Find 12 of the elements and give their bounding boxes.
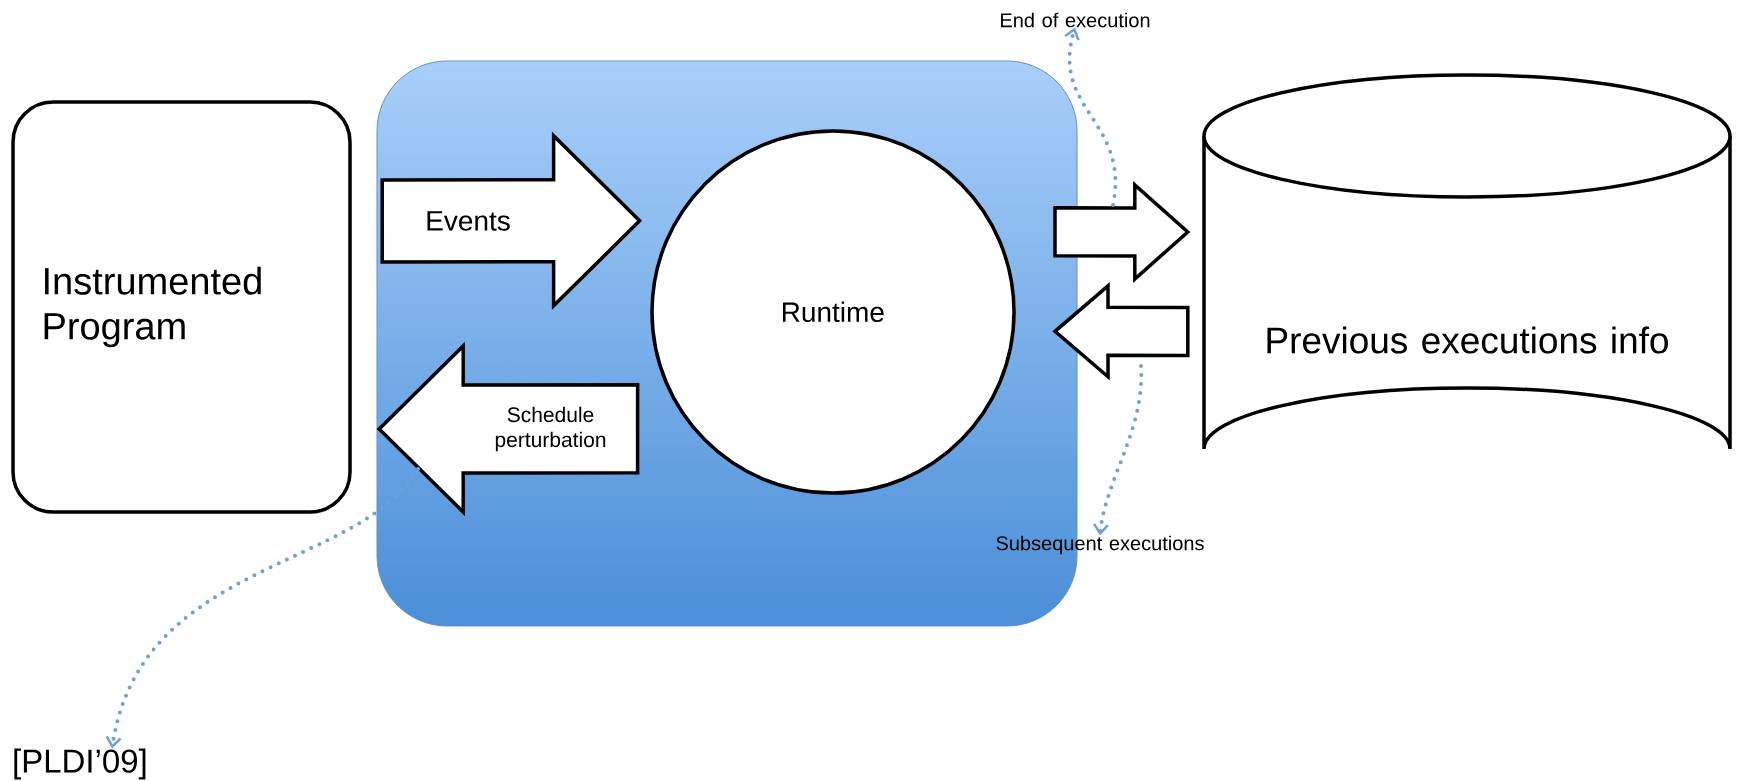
edge-label: Events [427, 211, 510, 231]
program-box: Instrumented Program [11, 100, 352, 514]
leader-line [1092, 364, 1144, 536]
database-cylinder: Previous executions info [1202, 73, 1732, 451]
edge-label: Schedule perturbation [495, 406, 606, 452]
leader-line [1064, 27, 1118, 207]
annotation-text: [PLDI’09] [14, 748, 146, 780]
block-arrow [1053, 181, 1191, 283]
annotation-text: End of execution [1001, 12, 1150, 28]
node-label: Previous executions info [1267, 326, 1668, 354]
leader-line [105, 467, 420, 749]
block-arrow [1052, 282, 1190, 381]
